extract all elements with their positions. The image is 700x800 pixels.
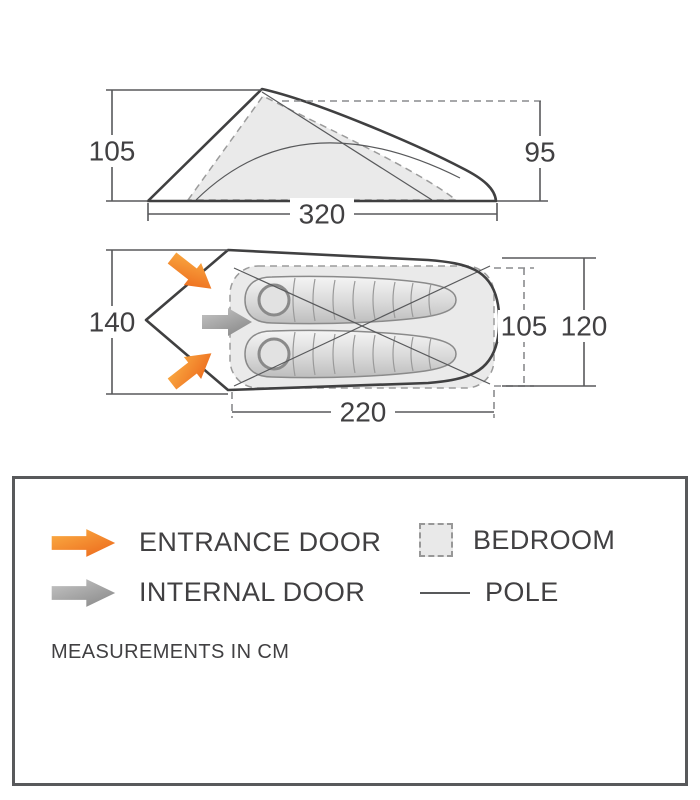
pole-line-icon xyxy=(420,591,470,594)
dim-label-bedroom-width: 105 xyxy=(501,311,548,342)
dimension-side-height-left: 105 xyxy=(84,89,262,202)
internal-door-arrow-icon xyxy=(51,578,116,607)
pole-line xyxy=(233,265,491,387)
bedroom-swatch-icon xyxy=(419,523,453,557)
dim-label-side-height-right: 95 xyxy=(524,137,555,168)
dim-label-side-height-left: 105 xyxy=(89,136,136,167)
legend-item-pole: POLE xyxy=(419,577,559,608)
pole-line xyxy=(261,91,433,201)
legend-box: ENTRANCE DOOR BEDROOM INTERNAL DOOR POLE… xyxy=(12,476,688,786)
floor-plan: 140 105 120 220 xyxy=(84,246,612,428)
legend-label-internal-door: INTERNAL DOOR xyxy=(139,577,366,607)
side-view: 105 95 320 xyxy=(84,87,566,230)
legend-item-bedroom: BEDROOM xyxy=(419,523,615,557)
inner-tent-profile xyxy=(186,95,459,201)
dimension-side-height-right: 95 xyxy=(282,100,566,202)
dim-label-bedroom-length: 220 xyxy=(340,397,387,428)
legend-label-entrance-door: ENTRANCE DOOR xyxy=(139,527,382,557)
legend-label-pole: POLE xyxy=(485,577,559,607)
tent-diagram: 105 95 320 xyxy=(84,87,612,428)
legend-label-bedroom: BEDROOM xyxy=(473,524,616,555)
entrance-door-arrow-icon xyxy=(163,246,221,300)
pole-line xyxy=(195,142,461,201)
legend-item-entrance-door: ENTRANCE DOOR xyxy=(51,527,381,558)
dimension-inner-width: 120 xyxy=(502,257,612,387)
entrance-door-arrow-icon xyxy=(51,528,116,557)
tent-side-outline xyxy=(146,87,498,203)
dim-label-plan-width: 140 xyxy=(89,307,136,338)
entrance-door-arrow-icon xyxy=(163,342,221,396)
dimension-bedroom-width: 105 xyxy=(494,267,550,387)
measurements-note: MEASUREMENTS IN CM xyxy=(51,641,290,663)
dim-label-side-length: 320 xyxy=(299,199,346,230)
dimension-side-length: 320 xyxy=(147,198,498,230)
sleeping-bag xyxy=(243,274,458,326)
dimension-bedroom-length: 220 xyxy=(231,390,495,428)
dimension-plan-width: 140 xyxy=(84,249,228,395)
dim-label-inner-width: 120 xyxy=(561,311,608,342)
legend-item-internal-door: INTERNAL DOOR xyxy=(51,577,365,608)
